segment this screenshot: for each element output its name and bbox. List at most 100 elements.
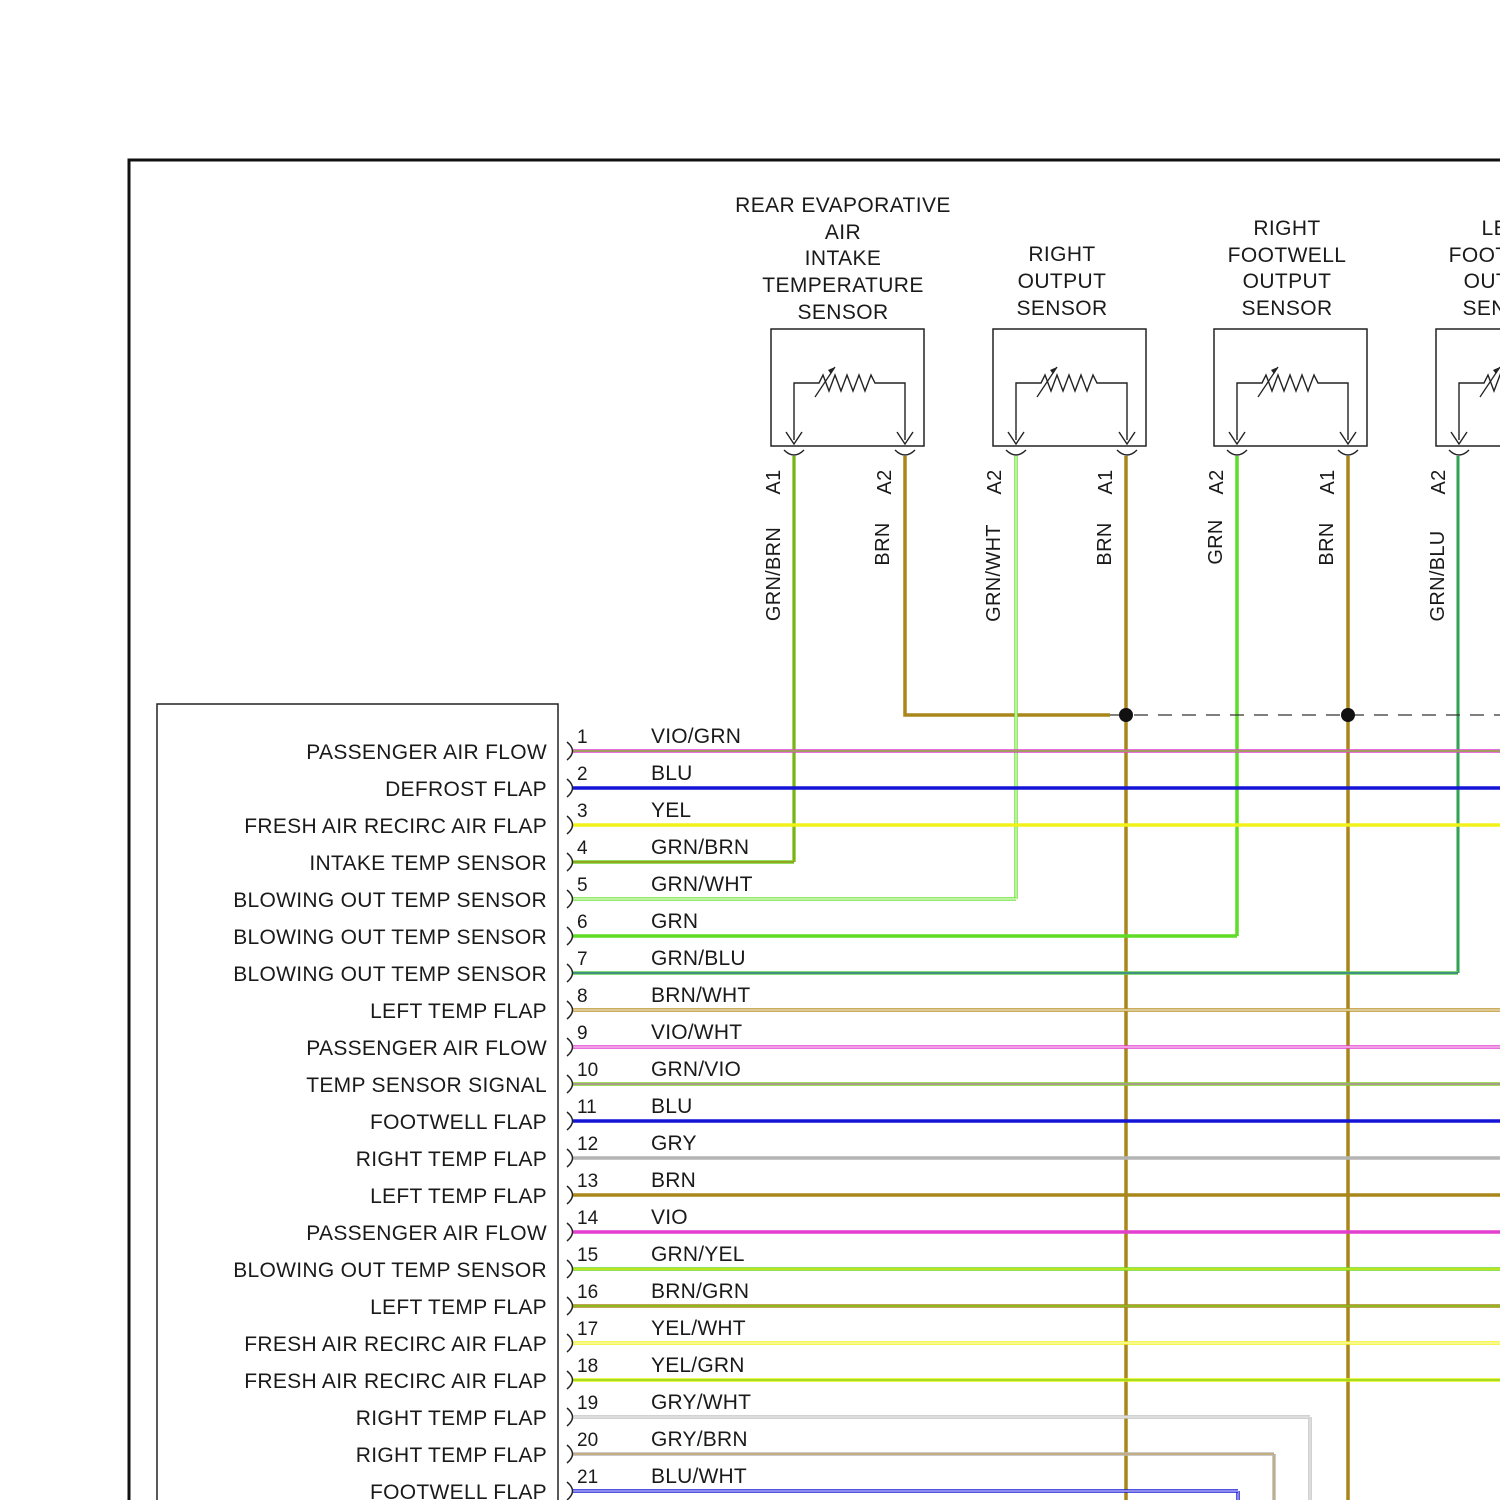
pin-function-label: DEFROST FLAP	[385, 778, 547, 801]
connector-bracket	[567, 742, 573, 760]
pin-wire-color-label: BRN/GRN	[651, 1280, 749, 1303]
sensor-title-line: REAR EVAPORATIVE	[735, 194, 951, 217]
pin-number: 2	[577, 764, 588, 785]
pin-wire-color-label: GRN/WHT	[651, 873, 753, 896]
pin-function-label: PASSENGER AIR FLOW	[306, 741, 547, 764]
pin-function-label: FRESH AIR RECIRC AIR FLAP	[244, 1333, 547, 1356]
connector-cup	[1338, 450, 1358, 455]
thermistor-arrowhead	[1493, 367, 1500, 374]
connector-bracket	[567, 853, 573, 871]
pin-wire-color-label: YEL	[651, 799, 691, 822]
connector-bracket	[567, 1482, 573, 1500]
pin-number: 8	[577, 986, 588, 1007]
sensor-title-line: TEMPERATURE	[762, 274, 924, 297]
pin-wire-color-label: BRN	[651, 1169, 696, 1192]
connector-bracket	[567, 1001, 573, 1019]
pin-wire-color-label: YEL/WHT	[651, 1317, 746, 1340]
pin-number: 11	[577, 1097, 597, 1118]
pin-number: 10	[577, 1060, 598, 1081]
pin-function-label: BLOWING OUT TEMP SENSOR	[233, 963, 547, 986]
connector-bracket	[567, 964, 573, 982]
connector-bracket	[567, 1260, 573, 1278]
wire-color-label: GRN/BRN	[763, 527, 785, 621]
connector-bracket	[567, 1075, 573, 1093]
pin-wire-color-label: VIO/GRN	[651, 725, 741, 748]
pin-wire-color-label: GRN	[651, 910, 698, 933]
sensor-title-line: AIR	[825, 221, 861, 244]
pin-number: 18	[577, 1356, 598, 1377]
wire-layer	[572, 456, 1500, 1500]
connector-bracket	[567, 1112, 573, 1130]
pin-wire-color-label: VIO	[651, 1206, 688, 1229]
pin-label: A2	[1206, 469, 1228, 494]
pin-number: 19	[577, 1393, 598, 1414]
sensor-title-line: OUTPUT	[1464, 270, 1500, 293]
thermistor-arrowhead	[1050, 367, 1057, 374]
pin-label: A1	[1317, 469, 1339, 494]
wire-color-label: BRN	[872, 522, 894, 565]
pin-number: 13	[577, 1171, 598, 1192]
sensor-title-line: SENSOR	[797, 301, 888, 324]
sensor-title-line: FOOTWELL	[1228, 244, 1347, 267]
wire-color-label: BRN	[1094, 522, 1116, 565]
pin-label: A2	[874, 469, 896, 494]
connector-bracket	[567, 1149, 573, 1167]
pin-label: A1	[1095, 469, 1117, 494]
pin-function-label: LEFT TEMP FLAP	[370, 1296, 547, 1319]
connector-bracket	[567, 816, 573, 834]
pin-number: 9	[577, 1023, 588, 1044]
pin-number: 3	[577, 801, 588, 822]
splice-layer	[1110, 708, 1500, 722]
pin-wire-color-label: GRN/YEL	[651, 1243, 745, 1266]
connector-cup	[1449, 450, 1469, 455]
sensor-layer: REAR EVAPORATIVE AIR INTAKE TEMPERATURE …	[735, 194, 1500, 622]
pin-function-label: BLOWING OUT TEMP SENSOR	[233, 926, 547, 949]
pin-wire-color-label: GRN/BRN	[651, 836, 749, 859]
splice-dot	[1119, 708, 1133, 722]
connector-bracket	[567, 927, 573, 945]
pin-wire-color-label: BLU/WHT	[651, 1465, 747, 1488]
pin-function-label: BLOWING OUT TEMP SENSOR	[233, 1259, 547, 1282]
wire-color-label: GRN/BLU	[1427, 530, 1449, 621]
connector-bracket	[567, 1445, 573, 1463]
connector-bracket	[567, 1297, 573, 1315]
pin-wire-color-label: BRN/WHT	[651, 984, 750, 1007]
splice-dot	[1341, 708, 1355, 722]
sensor-rear-evap-intake-temp: REAR EVAPORATIVE AIR INTAKE TEMPERATURE …	[735, 194, 951, 621]
pin-number: 5	[577, 875, 588, 896]
pin-function-label: RIGHT TEMP FLAP	[356, 1407, 547, 1430]
pin-number: 4	[577, 838, 588, 859]
thermistor-arrowhead	[828, 367, 835, 374]
pin-wire-color-label: GRN/VIO	[651, 1058, 741, 1081]
pin-number: 15	[577, 1245, 598, 1266]
sensor-box	[1436, 329, 1500, 446]
connector-bracket	[567, 1038, 573, 1056]
pin-wire-color-label: BLU	[651, 1095, 692, 1118]
pin-wire-color-label: BLU	[651, 762, 692, 785]
connector-cup	[1117, 450, 1137, 455]
wire-color-label: GRN/WHT	[983, 524, 1005, 622]
pin-label: A2	[984, 469, 1006, 494]
pin-number: 7	[577, 949, 588, 970]
pin-label: A1	[763, 469, 785, 494]
sensor-title-line: OUTPUT	[1018, 270, 1107, 293]
sensor-title-line: SENSOR	[1462, 297, 1500, 320]
pin-number: 14	[577, 1208, 599, 1229]
pin-label: A2	[1428, 469, 1450, 494]
pin-number: 21	[577, 1467, 598, 1488]
connector-bracket	[567, 1223, 573, 1241]
pin-wire-color-label: YEL/GRN	[651, 1354, 745, 1377]
thermistor-symbol	[784, 367, 915, 455]
connector-bracket	[567, 1186, 573, 1204]
pin-number: 17	[577, 1319, 598, 1340]
wire-color-label: GRN	[1205, 519, 1227, 564]
connector-bracket	[567, 890, 573, 908]
thermistor-circuit	[794, 375, 905, 440]
thermistor-arrowhead	[1271, 367, 1278, 374]
wire-color-label: BRN	[1316, 522, 1338, 565]
pin-function-label: RIGHT TEMP FLAP	[356, 1148, 547, 1171]
pin-wire-color-label: GRY/BRN	[651, 1428, 748, 1451]
thermistor-circuit	[1237, 375, 1348, 440]
pin-number: 12	[577, 1134, 598, 1155]
